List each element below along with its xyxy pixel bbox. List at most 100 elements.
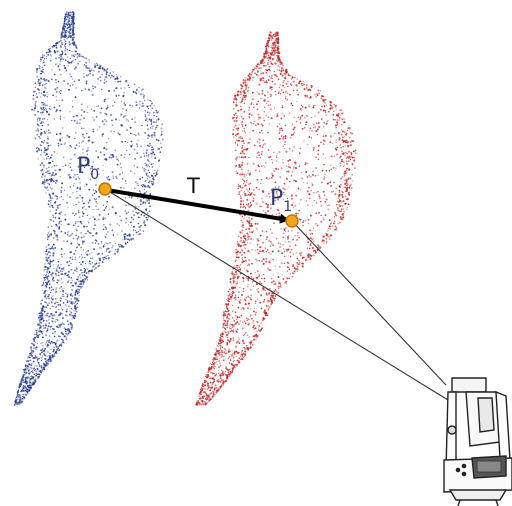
- cloud-point: [115, 87, 117, 89]
- cloud-point: [103, 82, 105, 84]
- cloud-point: [233, 361, 234, 362]
- cloud-point: [64, 214, 66, 216]
- cloud-point: [241, 173, 243, 175]
- cloud-point: [60, 90, 62, 92]
- cloud-point: [262, 287, 264, 289]
- cloud-point: [310, 237, 312, 239]
- cloud-point: [214, 362, 216, 364]
- cloud-point: [267, 315, 269, 317]
- cloud-point: [124, 116, 125, 117]
- cloud-point: [235, 166, 237, 168]
- cloud-point: [241, 85, 243, 87]
- cloud-point: [78, 210, 79, 211]
- cloud-point: [269, 288, 271, 290]
- cloud-point: [95, 267, 97, 269]
- cloud-point: [220, 365, 221, 366]
- cloud-point: [259, 205, 261, 207]
- cloud-point: [318, 111, 320, 113]
- cloud-point: [207, 383, 209, 385]
- cloud-point: [320, 221, 322, 223]
- cloud-point: [232, 350, 233, 351]
- cloud-point: [313, 250, 315, 252]
- cloud-point: [276, 32, 277, 33]
- cloud-point: [346, 133, 347, 134]
- cloud-point: [265, 162, 267, 164]
- cloud-point: [151, 119, 153, 121]
- cloud-point: [47, 329, 48, 330]
- cloud-point: [245, 77, 246, 78]
- cloud-point: [41, 141, 43, 143]
- cloud-point: [253, 194, 255, 196]
- cloud-point: [240, 94, 242, 96]
- cloud-point: [143, 222, 145, 224]
- cloud-point: [41, 359, 42, 360]
- cloud-point: [327, 120, 328, 121]
- cloud-point: [160, 143, 161, 144]
- cloud-point: [345, 179, 346, 180]
- cloud-point: [40, 57, 42, 59]
- cloud-point: [213, 396, 215, 398]
- cloud-point: [343, 217, 345, 219]
- cloud-point: [56, 282, 57, 283]
- cloud-point: [78, 281, 79, 282]
- cloud-point: [147, 121, 148, 122]
- cloud-point: [157, 111, 159, 113]
- cloud-point: [348, 151, 350, 153]
- cloud-point: [48, 322, 49, 323]
- cloud-point: [44, 58, 46, 60]
- cloud-point: [132, 238, 134, 240]
- cloud-point: [268, 179, 269, 180]
- cloud-point: [59, 213, 61, 215]
- cloud-point: [326, 198, 328, 200]
- cloud-point: [54, 74, 56, 76]
- cloud-point: [53, 347, 54, 348]
- cloud-point: [250, 299, 252, 301]
- cloud-point: [31, 371, 32, 372]
- cloud-point: [242, 145, 244, 147]
- cloud-point: [288, 241, 289, 242]
- cloud-point: [297, 258, 299, 260]
- cloud-point: [269, 260, 270, 261]
- cloud-point: [133, 219, 134, 220]
- cloud-point: [45, 361, 46, 362]
- cloud-point: [54, 175, 55, 176]
- cloud-point: [296, 239, 298, 241]
- cloud-point: [245, 240, 247, 242]
- cloud-point: [281, 274, 282, 275]
- cloud-point: [49, 248, 51, 250]
- cloud-point: [300, 148, 301, 149]
- cloud-point: [238, 188, 239, 189]
- cloud-point: [236, 128, 238, 130]
- cloud-point: [243, 245, 244, 246]
- cloud-point: [341, 194, 343, 196]
- cloud-point: [111, 157, 112, 158]
- cloud-point: [34, 114, 36, 116]
- cloud-point: [243, 234, 245, 236]
- cloud-point: [96, 63, 97, 64]
- cloud-point: [233, 265, 234, 266]
- cloud-point: [58, 226, 60, 228]
- cloud-point: [98, 243, 100, 245]
- cloud-point: [151, 155, 152, 156]
- cloud-point: [326, 238, 328, 240]
- cloud-point: [251, 276, 253, 278]
- cloud-point: [50, 308, 51, 309]
- cloud-point: [225, 352, 227, 354]
- cloud-point: [282, 65, 283, 66]
- cloud-point: [257, 322, 258, 323]
- cloud-point: [295, 195, 297, 197]
- cloud-point: [71, 169, 73, 171]
- cloud-point: [124, 154, 125, 155]
- cloud-point: [293, 202, 294, 203]
- cloud-point: [79, 262, 80, 263]
- cloud-point: [317, 225, 319, 227]
- cloud-point: [221, 351, 223, 353]
- cloud-point: [42, 102, 44, 104]
- cloud-point: [152, 148, 154, 150]
- cloud-point: [261, 322, 262, 323]
- cloud-point: [279, 246, 281, 248]
- cloud-point: [292, 171, 293, 172]
- cloud-point: [52, 298, 54, 300]
- cloud-point: [49, 173, 51, 175]
